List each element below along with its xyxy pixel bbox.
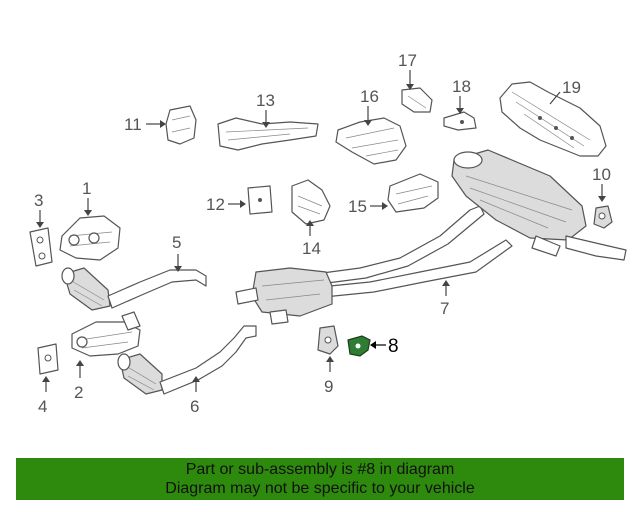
callout-9-label: 9 <box>324 377 333 396</box>
callout-13: 13 <box>256 91 275 128</box>
part-11-heat-shield[interactable] <box>165 105 197 145</box>
callout-4-label: 4 <box>38 397 47 416</box>
callout-8-label: 8 <box>388 336 399 357</box>
callout-19-label: 19 <box>562 78 581 97</box>
callout-6: 6 <box>190 376 200 416</box>
callout-13-label: 13 <box>256 91 275 110</box>
callout-11: 11 <box>124 115 166 134</box>
callout-5: 5 <box>172 233 182 272</box>
callout-9: 9 <box>324 356 334 396</box>
part-14-heat-shield[interactable] <box>291 179 331 225</box>
callout-19: 19 <box>549 78 581 105</box>
callout-7: 7 <box>440 280 450 318</box>
part-13-heat-shield[interactable] <box>217 117 319 151</box>
callout-3: 3 <box>34 191 44 228</box>
part-9-rubber-hanger[interactable] <box>317 325 339 355</box>
callout-11-label: 11 <box>124 115 142 134</box>
callout-3-label: 3 <box>34 191 43 210</box>
callout-14-label: 14 <box>302 239 321 258</box>
part-15-heat-shield[interactable] <box>387 173 439 213</box>
callout-1-label: 1 <box>82 179 91 198</box>
callout-4: 4 <box>38 376 50 416</box>
part-3-gasket[interactable] <box>29 227 53 267</box>
part-8-hanger-bracket[interactable] <box>347 335 371 357</box>
callout-16-label: 16 <box>360 87 379 106</box>
callout-12-label: 12 <box>206 195 225 214</box>
callout-8: 8 <box>370 336 399 357</box>
part-5-catalytic-pipe[interactable] <box>61 267 207 311</box>
callout-18: 18 <box>452 77 471 114</box>
info-banner: Part or sub-assembly is #8 in diagram Di… <box>16 458 624 500</box>
callout-7-label: 7 <box>440 299 449 318</box>
banner-line-1: Part or sub-assembly is #8 in diagram <box>185 461 455 478</box>
part-1-exhaust-manifold[interactable] <box>59 215 121 261</box>
part-6-catalytic-pipe[interactable] <box>117 325 257 395</box>
callout-15-label: 15 <box>348 197 367 216</box>
callout-2-label: 2 <box>74 383 83 402</box>
callout-17-label: 17 <box>398 51 417 70</box>
callout-2: 2 <box>74 360 84 402</box>
callout-1: 1 <box>82 179 92 216</box>
callout-10: 10 <box>592 165 611 202</box>
part-12-plate[interactable] <box>247 185 273 215</box>
callout-12: 12 <box>206 195 246 214</box>
part-16-heat-shield[interactable] <box>335 117 407 165</box>
part-2-exhaust-manifold[interactable] <box>71 311 141 357</box>
banner-line-2: Diagram may not be specific to your vehi… <box>165 480 475 497</box>
part-4-gasket[interactable] <box>37 343 59 375</box>
callout-18-label: 18 <box>452 77 471 96</box>
callout-17: 17 <box>398 51 417 90</box>
part-19-heat-shield[interactable] <box>499 81 607 157</box>
part-10-rubber-hanger[interactable] <box>593 205 613 229</box>
callout-10-label: 10 <box>592 165 611 184</box>
callout-16: 16 <box>360 87 379 126</box>
callout-6-label: 6 <box>190 397 199 416</box>
part-18-bracket[interactable] <box>443 111 477 131</box>
part-7-exhaust-system[interactable] <box>235 149 627 325</box>
callout-15: 15 <box>348 197 388 216</box>
part-17-bracket[interactable] <box>401 87 433 113</box>
callout-14: 14 <box>302 220 321 258</box>
exhaust-parts-diagram: 19 17 18 16 13 <box>29 51 627 416</box>
callout-5-label: 5 <box>172 233 181 252</box>
